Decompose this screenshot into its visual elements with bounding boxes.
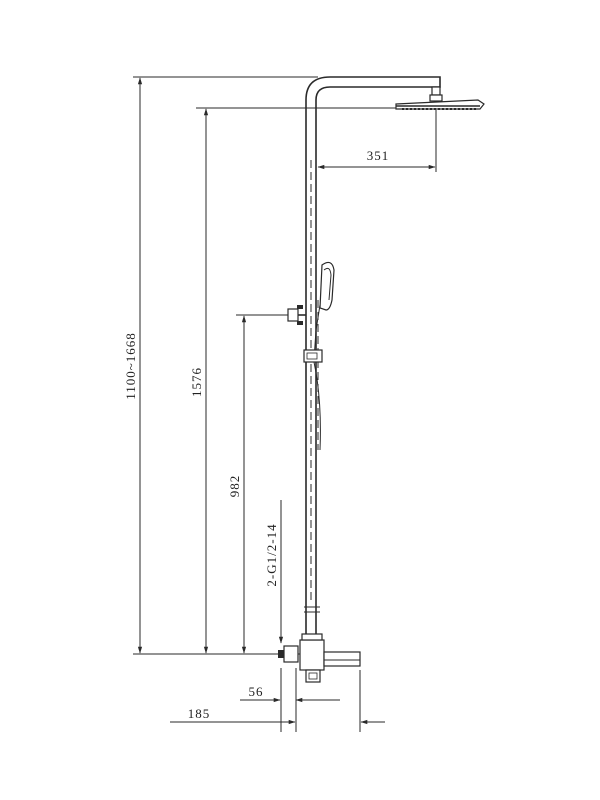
wall-bracket — [287, 305, 306, 325]
holder-height-label: 982 — [227, 475, 242, 498]
dimension-labels: 1100~1668 1576 982 2-G1/2-14 351 56 185 — [123, 148, 390, 721]
arm-reach-label: 351 — [367, 148, 390, 163]
shower-column — [304, 76, 441, 656]
inlet-offset-label: 56 — [249, 684, 264, 699]
hand-shower — [303, 261, 335, 451]
head-height-label: 1576 — [189, 367, 204, 397]
spout-length-label: 185 — [188, 706, 211, 721]
dimension-lines — [137, 77, 436, 725]
mixer-valve — [278, 633, 361, 683]
inlet-thread-label: 2-G1/2-14 — [264, 523, 279, 586]
rain-shower-head — [395, 86, 485, 110]
overall-height-label: 1100~1668 — [123, 332, 138, 400]
extension-lines — [133, 76, 437, 732]
